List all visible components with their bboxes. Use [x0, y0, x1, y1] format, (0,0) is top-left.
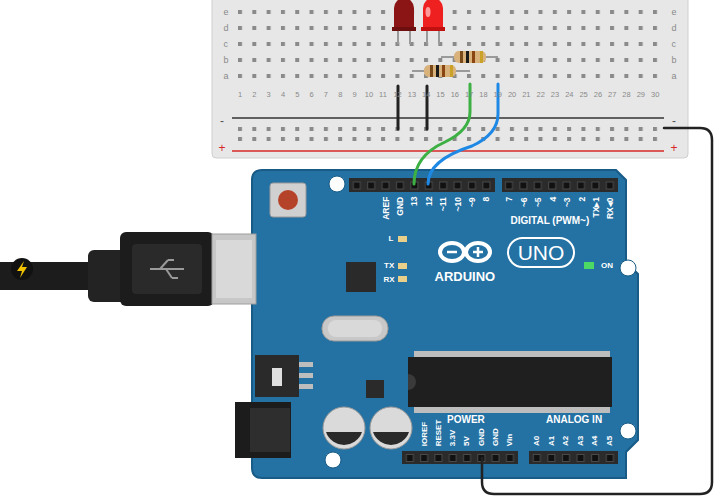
pin-name: A3	[577, 436, 585, 446]
row-letter: b	[224, 56, 229, 65]
column-number: 22	[537, 91, 545, 99]
pin-name: GND	[492, 428, 500, 446]
row-letter: c	[224, 40, 229, 49]
pin-name: ~6	[520, 197, 529, 207]
board-label: ANALOG IN	[546, 415, 602, 425]
column-number: 12	[393, 91, 401, 99]
rail-sign: +	[219, 142, 226, 154]
pin-name: 5V	[463, 436, 471, 446]
column-number: 13	[408, 91, 416, 99]
pin-name: A4	[591, 436, 599, 446]
resistor-symbol	[412, 65, 470, 77]
column-number: 29	[637, 91, 645, 99]
board-label: POWER	[447, 415, 485, 425]
column-number: 20	[508, 91, 516, 99]
column-number: 2	[252, 91, 256, 99]
pin-name: TX▸1	[592, 197, 601, 218]
pin-name: 8	[482, 197, 491, 202]
column-number: 4	[281, 91, 285, 99]
pin-name: ~3	[563, 197, 572, 207]
row-letter: d	[224, 24, 229, 33]
pin-name: ~9	[468, 197, 477, 207]
column-number: 28	[622, 91, 630, 99]
column-number: 19	[494, 91, 502, 99]
pin-name: 13	[410, 197, 419, 206]
column-number: 17	[465, 91, 473, 99]
jumper-wire	[398, 84, 712, 494]
board-label: TX	[384, 262, 394, 270]
pin-name: 3.3V	[449, 430, 457, 446]
column-number: 15	[436, 91, 444, 99]
column-number: 9	[352, 91, 356, 99]
column-number: 7	[324, 91, 328, 99]
row-letter: e	[672, 8, 677, 17]
board-label: DIGITAL (PWM~)	[511, 216, 590, 226]
column-number: 14	[422, 91, 430, 99]
led-off	[392, 0, 416, 44]
column-number: 24	[565, 91, 573, 99]
column-number: 30	[651, 91, 659, 99]
resistor-symbol	[441, 51, 498, 63]
pin-name: 2	[578, 197, 587, 202]
pin-name: GND	[478, 428, 486, 446]
rail-sign: -	[220, 115, 224, 127]
board-label: RX	[384, 276, 395, 284]
column-number: 23	[551, 91, 559, 99]
pin-name: Vin	[506, 434, 514, 446]
row-letter: a	[224, 72, 229, 81]
model-badge: UNO	[507, 237, 576, 268]
breadboard	[212, 0, 688, 158]
row-letter: e	[224, 8, 229, 17]
pin-name: GND	[396, 197, 405, 216]
pin-name: A0	[533, 436, 541, 446]
column-number: 18	[479, 91, 487, 99]
arduino-board	[235, 170, 638, 478]
column-number: 5	[295, 91, 299, 99]
column-number: 21	[522, 91, 530, 99]
row-letter: d	[672, 24, 677, 33]
board-label: ARDUINO	[435, 270, 496, 283]
pin-name: 12	[425, 197, 434, 206]
led-on	[421, 0, 445, 44]
rail-sign: -	[672, 115, 676, 127]
pin-name: A2	[562, 436, 570, 446]
row-letter: a	[672, 72, 677, 81]
pin-name: 7	[505, 197, 514, 202]
column-number: 6	[310, 91, 314, 99]
column-number: 8	[338, 91, 342, 99]
pin-name: AREF	[382, 197, 391, 220]
pin-name: A1	[548, 436, 556, 446]
rail-sign: +	[671, 142, 678, 154]
column-number: 1	[238, 91, 242, 99]
row-letter: b	[672, 56, 677, 65]
pin-name: A5	[606, 436, 614, 446]
row-letter: c	[672, 40, 677, 49]
pin-name: ~10	[454, 197, 463, 211]
pin-name: 4	[549, 197, 558, 202]
column-number: 16	[451, 91, 459, 99]
column-number: 26	[594, 91, 602, 99]
board-label: L	[389, 235, 394, 243]
board-label: ON	[601, 262, 613, 270]
pin-name: ~5	[534, 197, 543, 207]
pin-name: RESET	[435, 419, 443, 446]
pin-name: RX◂0	[606, 197, 615, 219]
model-name: UNO	[518, 242, 565, 263]
column-number: 27	[608, 91, 616, 99]
column-number: 25	[579, 91, 587, 99]
pin-name: ~11	[439, 197, 448, 211]
column-number: 10	[365, 91, 373, 99]
column-number: 11	[379, 91, 387, 99]
pin-name: IOREF	[421, 422, 429, 446]
column-number: 3	[267, 91, 271, 99]
usb-cable	[0, 232, 256, 306]
